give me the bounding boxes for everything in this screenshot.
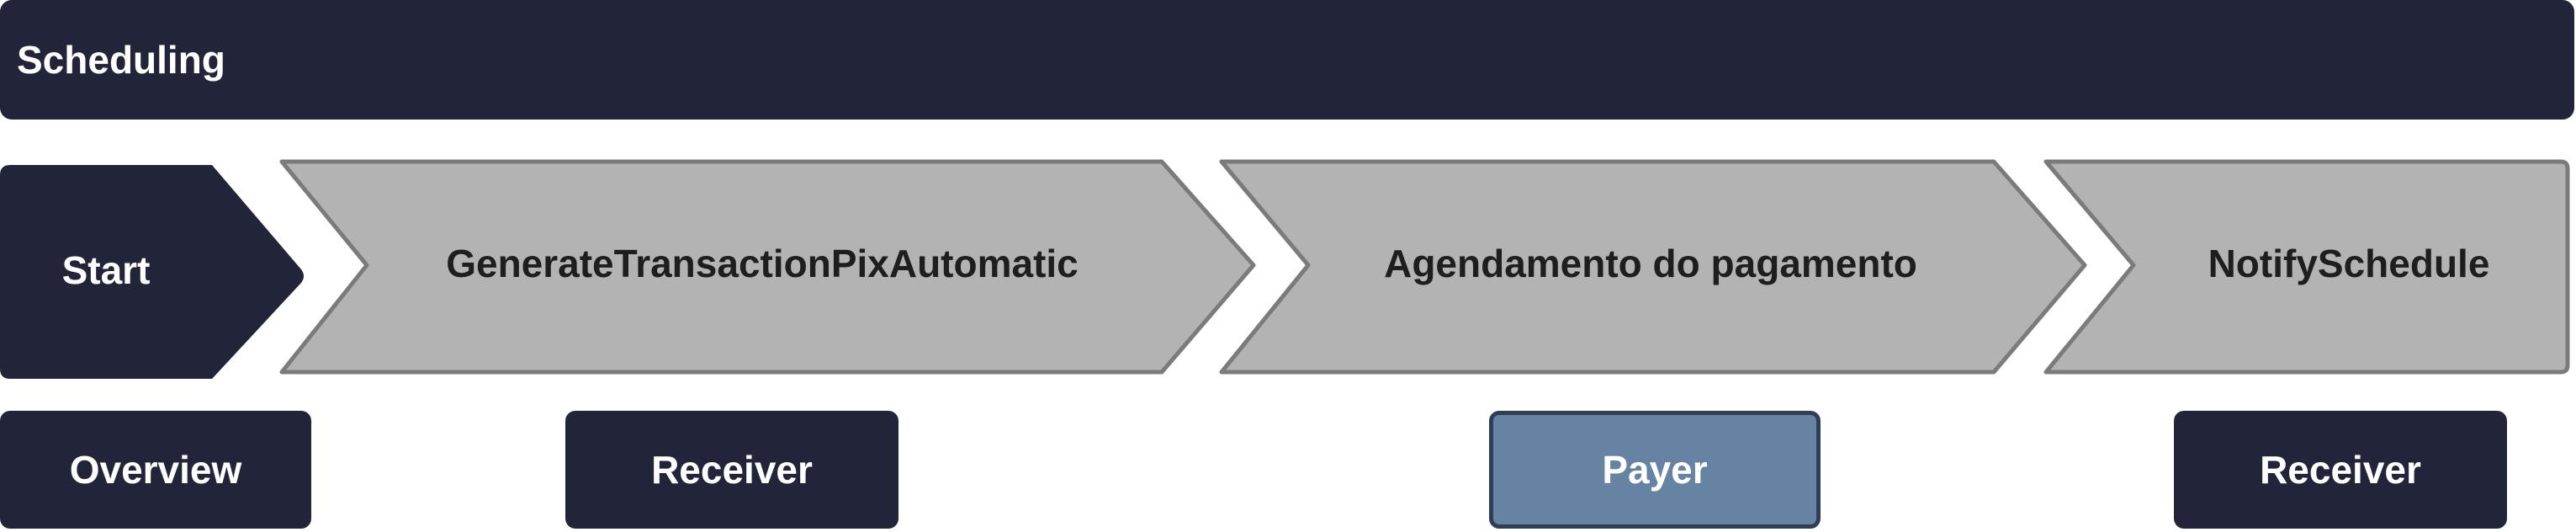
lane-overview-button[interactable]: Overview — [0, 411, 311, 529]
lane-payer-button[interactable]: Payer — [1489, 411, 1821, 529]
step-agendamento-shape — [1219, 159, 2087, 375]
step-generate-transaction[interactable]: GenerateTransactionPixAutomatic — [279, 159, 1256, 375]
process-flow: Start GenerateTransactionPixAutomatic Ag… — [0, 159, 2570, 379]
lane-receiver-button[interactable]: Receiver — [565, 411, 898, 529]
step-start-label: Start — [62, 248, 151, 292]
step-notify-schedule[interactable]: NotifySchedule — [2043, 159, 2570, 375]
lane-payer-label: Payer — [1602, 448, 1708, 492]
header-bar: Scheduling — [0, 0, 2574, 120]
lane-receiver-label-2: Receiver — [2260, 448, 2421, 492]
step-start-shape — [0, 165, 304, 379]
step-agendamento-label: Agendamento do pagamento — [1384, 242, 1917, 285]
lane-overview-label: Overview — [69, 448, 242, 492]
step-generate-transaction-shape — [279, 159, 1256, 375]
step-notify-schedule-label: NotifySchedule — [2208, 242, 2490, 285]
lane-receiver-button-2[interactable]: Receiver — [2174, 411, 2507, 529]
step-start[interactable]: Start — [0, 165, 304, 379]
step-notify-schedule-shape — [2043, 159, 2570, 375]
step-generate-transaction-label: GenerateTransactionPixAutomatic — [446, 242, 1079, 285]
header-title: Scheduling — [17, 38, 225, 82]
lane-receiver-label: Receiver — [651, 448, 813, 492]
step-agendamento[interactable]: Agendamento do pagamento — [1219, 159, 2087, 375]
